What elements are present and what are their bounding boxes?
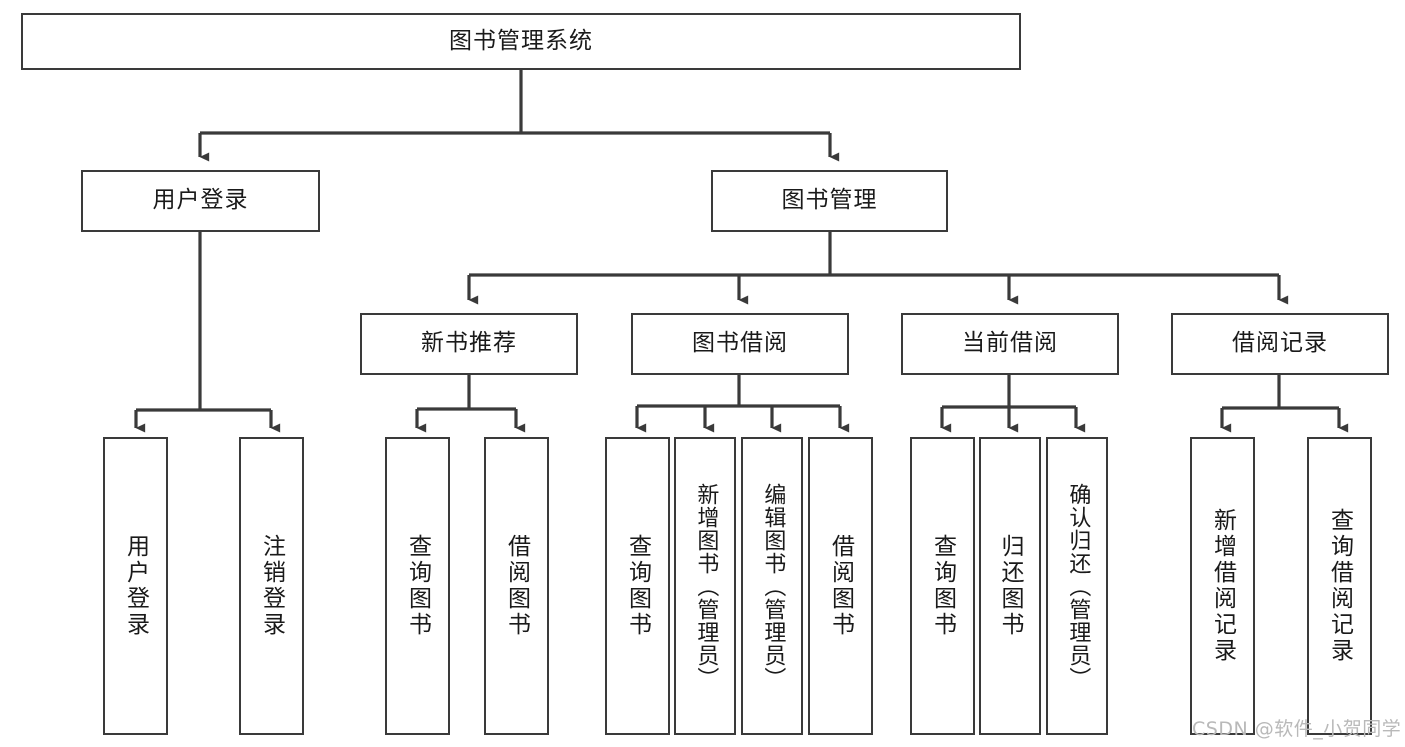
node-leaf-query-record-label: 查询借阅记录 <box>1326 508 1353 664</box>
node-leaf-query-book-3[interactable]: 查询图书 <box>910 437 975 735</box>
node-leaf-query-book-1[interactable]: 查询图书 <box>385 437 450 735</box>
node-leaf-confirm-return-label: 确认归还（管理员） <box>1065 482 1091 690</box>
node-leaf-user-login[interactable]: 用户登录 <box>103 437 168 735</box>
node-leaf-edit-book-label: 编辑图书（管理员） <box>760 482 786 690</box>
node-leaf-query-book-2-label: 查询图书 <box>624 534 651 638</box>
node-leaf-return-book-label: 归还图书 <box>997 534 1024 638</box>
node-leaf-add-record-label: 新增借阅记录 <box>1209 508 1236 664</box>
node-leaf-user-login-label: 用户登录 <box>122 534 149 638</box>
node-current-borrow-label: 当前借阅 <box>962 330 1058 357</box>
node-root-label: 图书管理系统 <box>449 27 593 54</box>
node-leaf-borrow-book-2[interactable]: 借阅图书 <box>808 437 873 735</box>
node-leaf-query-book-3-label: 查询图书 <box>929 534 956 638</box>
node-leaf-add-book-label: 新增图书（管理员） <box>693 482 719 690</box>
node-leaf-add-book[interactable]: 新增图书（管理员） <box>674 437 736 735</box>
node-current-borrow[interactable]: 当前借阅 <box>901 313 1119 375</box>
node-user-login-label: 用户登录 <box>152 187 249 214</box>
node-leaf-borrow-book-2-label: 借阅图书 <box>827 534 854 638</box>
node-leaf-return-book[interactable]: 归还图书 <box>979 437 1041 735</box>
node-leaf-query-book-2[interactable]: 查询图书 <box>605 437 670 735</box>
node-leaf-confirm-return[interactable]: 确认归还（管理员） <box>1046 437 1108 735</box>
node-new-book-rec[interactable]: 新书推荐 <box>360 313 578 375</box>
node-leaf-user-logout[interactable]: 注销登录 <box>239 437 304 735</box>
node-borrow-record[interactable]: 借阅记录 <box>1171 313 1389 375</box>
node-leaf-user-logout-label: 注销登录 <box>258 534 285 638</box>
csdn-watermark: CSDN @软件_小贺同学 <box>1192 718 1402 740</box>
node-root[interactable]: 图书管理系统 <box>21 13 1021 70</box>
node-book-borrow[interactable]: 图书借阅 <box>631 313 849 375</box>
node-book-manage-label: 图书管理 <box>781 187 878 214</box>
node-leaf-edit-book[interactable]: 编辑图书（管理员） <box>741 437 803 735</box>
node-book-manage[interactable]: 图书管理 <box>711 170 948 232</box>
node-borrow-record-label: 借阅记录 <box>1232 330 1328 357</box>
node-leaf-borrow-book-1[interactable]: 借阅图书 <box>484 437 549 735</box>
node-leaf-query-record[interactable]: 查询借阅记录 <box>1307 437 1372 735</box>
node-leaf-query-book-1-label: 查询图书 <box>404 534 431 638</box>
node-leaf-add-record[interactable]: 新增借阅记录 <box>1190 437 1255 735</box>
node-book-borrow-label: 图书借阅 <box>692 330 788 357</box>
node-leaf-borrow-book-1-label: 借阅图书 <box>503 534 530 638</box>
node-user-login[interactable]: 用户登录 <box>81 170 320 232</box>
node-new-book-rec-label: 新书推荐 <box>421 330 517 357</box>
